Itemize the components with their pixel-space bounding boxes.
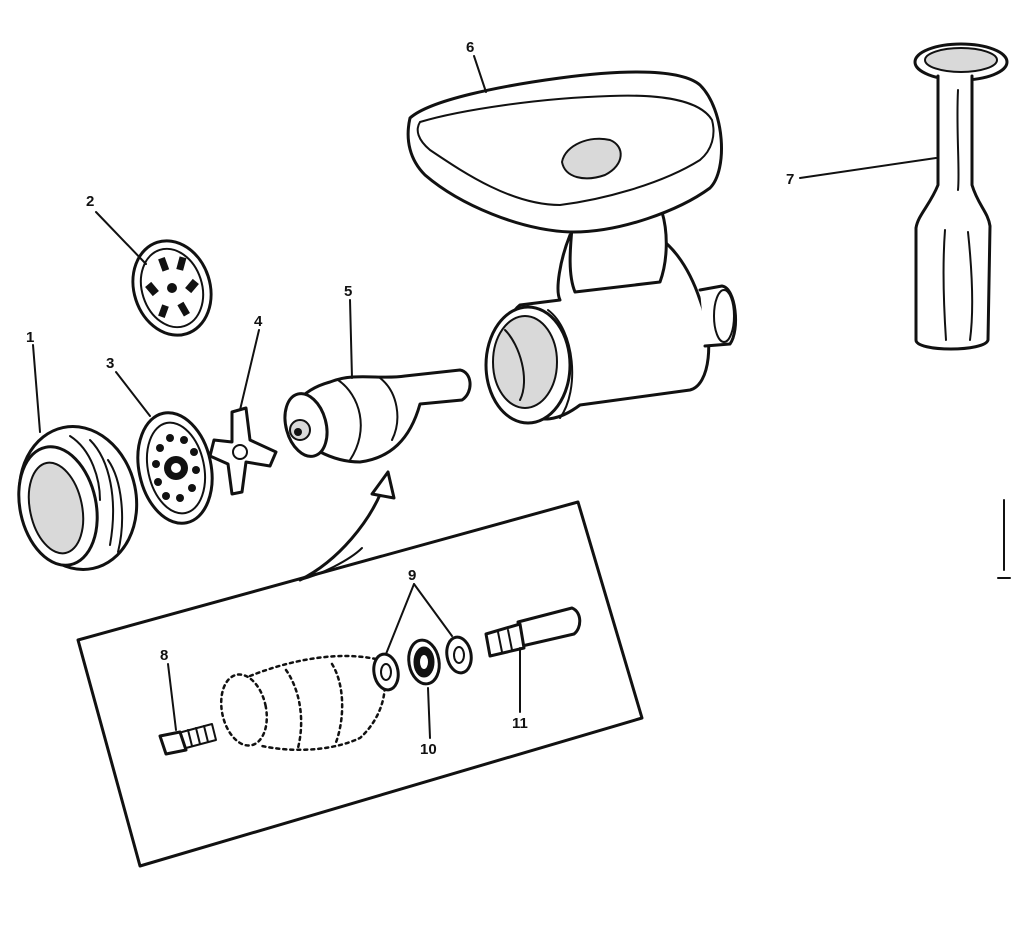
inset-detail-box — [76, 470, 644, 868]
callout-4: 4 — [254, 313, 263, 330]
ring-nut-part-1 — [17, 425, 139, 571]
callout-1: 1 — [26, 329, 34, 346]
cutting-knife-part-4 — [208, 406, 278, 496]
dashed-screw-outline — [219, 654, 387, 752]
callout-3: 3 — [106, 355, 114, 372]
washer-part-10 — [407, 638, 441, 686]
callout-5: 5 — [344, 283, 352, 300]
grinder-body-part-6 — [406, 70, 737, 425]
callout-6: 6 — [466, 39, 474, 56]
leader-lines — [32, 55, 937, 739]
callout-9: 9 — [408, 567, 416, 584]
callout-7: 7 — [786, 171, 794, 188]
callout-11: 11 — [512, 715, 528, 732]
bolt-part-8 — [158, 723, 217, 756]
callout-10: 10 — [420, 741, 437, 758]
callout-2: 2 — [86, 193, 94, 210]
coarse-plate-part-2 — [131, 239, 213, 337]
scan-marks — [997, 499, 1011, 579]
pointer-arrow — [298, 488, 384, 582]
fine-plate-part-3 — [136, 411, 214, 525]
washers-part-9 — [372, 635, 473, 692]
callout-8: 8 — [160, 647, 168, 664]
feed-screw-part-5 — [283, 368, 472, 464]
food-pusher-part-7 — [913, 42, 1009, 351]
shaft-part-11 — [484, 606, 582, 658]
